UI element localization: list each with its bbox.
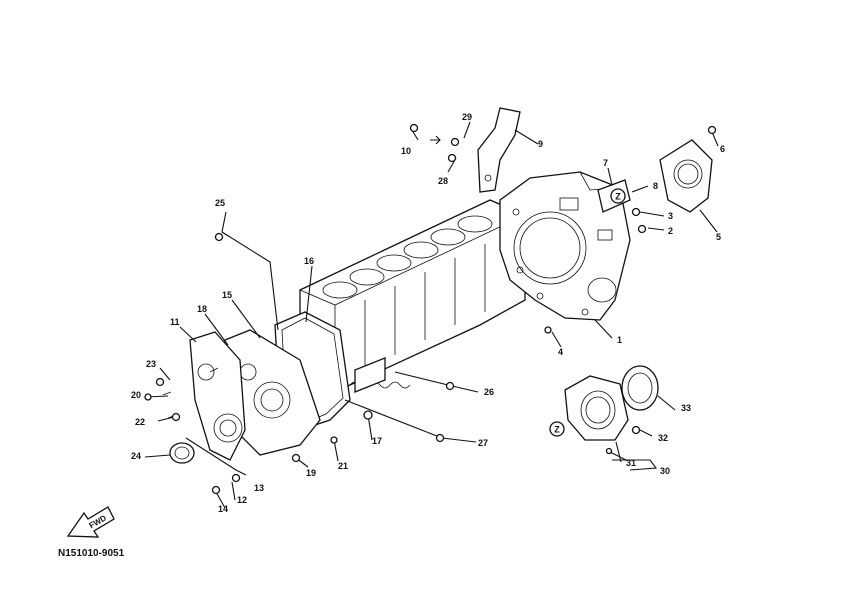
bolts [144,123,717,495]
callout-1: 1 [617,335,622,345]
cover-plate [659,139,713,213]
callout-21: 21 [338,461,348,471]
callout-10: 10 [401,146,411,156]
callout-4: 4 [558,347,563,357]
replace-mark-label: Z [554,425,560,435]
callout-25: 25 [215,198,225,208]
callout-26: 26 [484,387,494,397]
callout-14: 14 [218,504,228,514]
callout-7: 7 [603,158,608,168]
gear-case-cover [189,331,246,461]
callout-33: 33 [681,403,691,413]
callout-29: 29 [462,112,472,122]
callout-18: 18 [197,304,207,314]
callout-19: 19 [306,468,316,478]
replace-mark-label: Z [615,192,621,202]
callout-8: 8 [653,181,658,191]
callout-2: 2 [668,226,673,236]
callout-23: 23 [146,359,156,369]
replace-mark-housing: Z [610,188,626,204]
callout-9: 9 [538,139,543,149]
callout-15: 15 [222,290,232,300]
callout-24: 24 [131,451,141,461]
callout-5: 5 [716,232,721,242]
callout-11: 11 [170,317,180,327]
rear-seal-housing [564,375,629,441]
cylinder-block [299,199,526,401]
callout-labels: 1 2 3 4 5 6 7 8 9 10 11 12 13 14 15 16 1… [131,112,725,514]
callout-17: 17 [372,436,382,446]
callout-22: 22 [135,417,145,427]
front-oil-seal [169,442,195,464]
callout-30: 30 [660,466,670,476]
callout-27: 27 [478,438,488,448]
callout-3: 3 [668,211,673,221]
callout-31: 31 [626,458,636,468]
replace-mark-seal: Z [549,421,565,437]
callout-12: 12 [237,495,247,505]
callout-32: 32 [658,433,668,443]
callout-13: 13 [254,483,264,493]
rear-oil-seal [621,365,659,411]
diagram-code: N151010-9051 [58,548,125,559]
callout-16: 16 [304,256,314,266]
flywheel-housing [499,171,631,321]
forward-arrow-icon: FWD [66,506,115,538]
callout-6: 6 [720,144,725,154]
lifting-bracket [477,107,521,193]
callout-28: 28 [438,176,448,186]
callout-20: 20 [131,390,141,400]
